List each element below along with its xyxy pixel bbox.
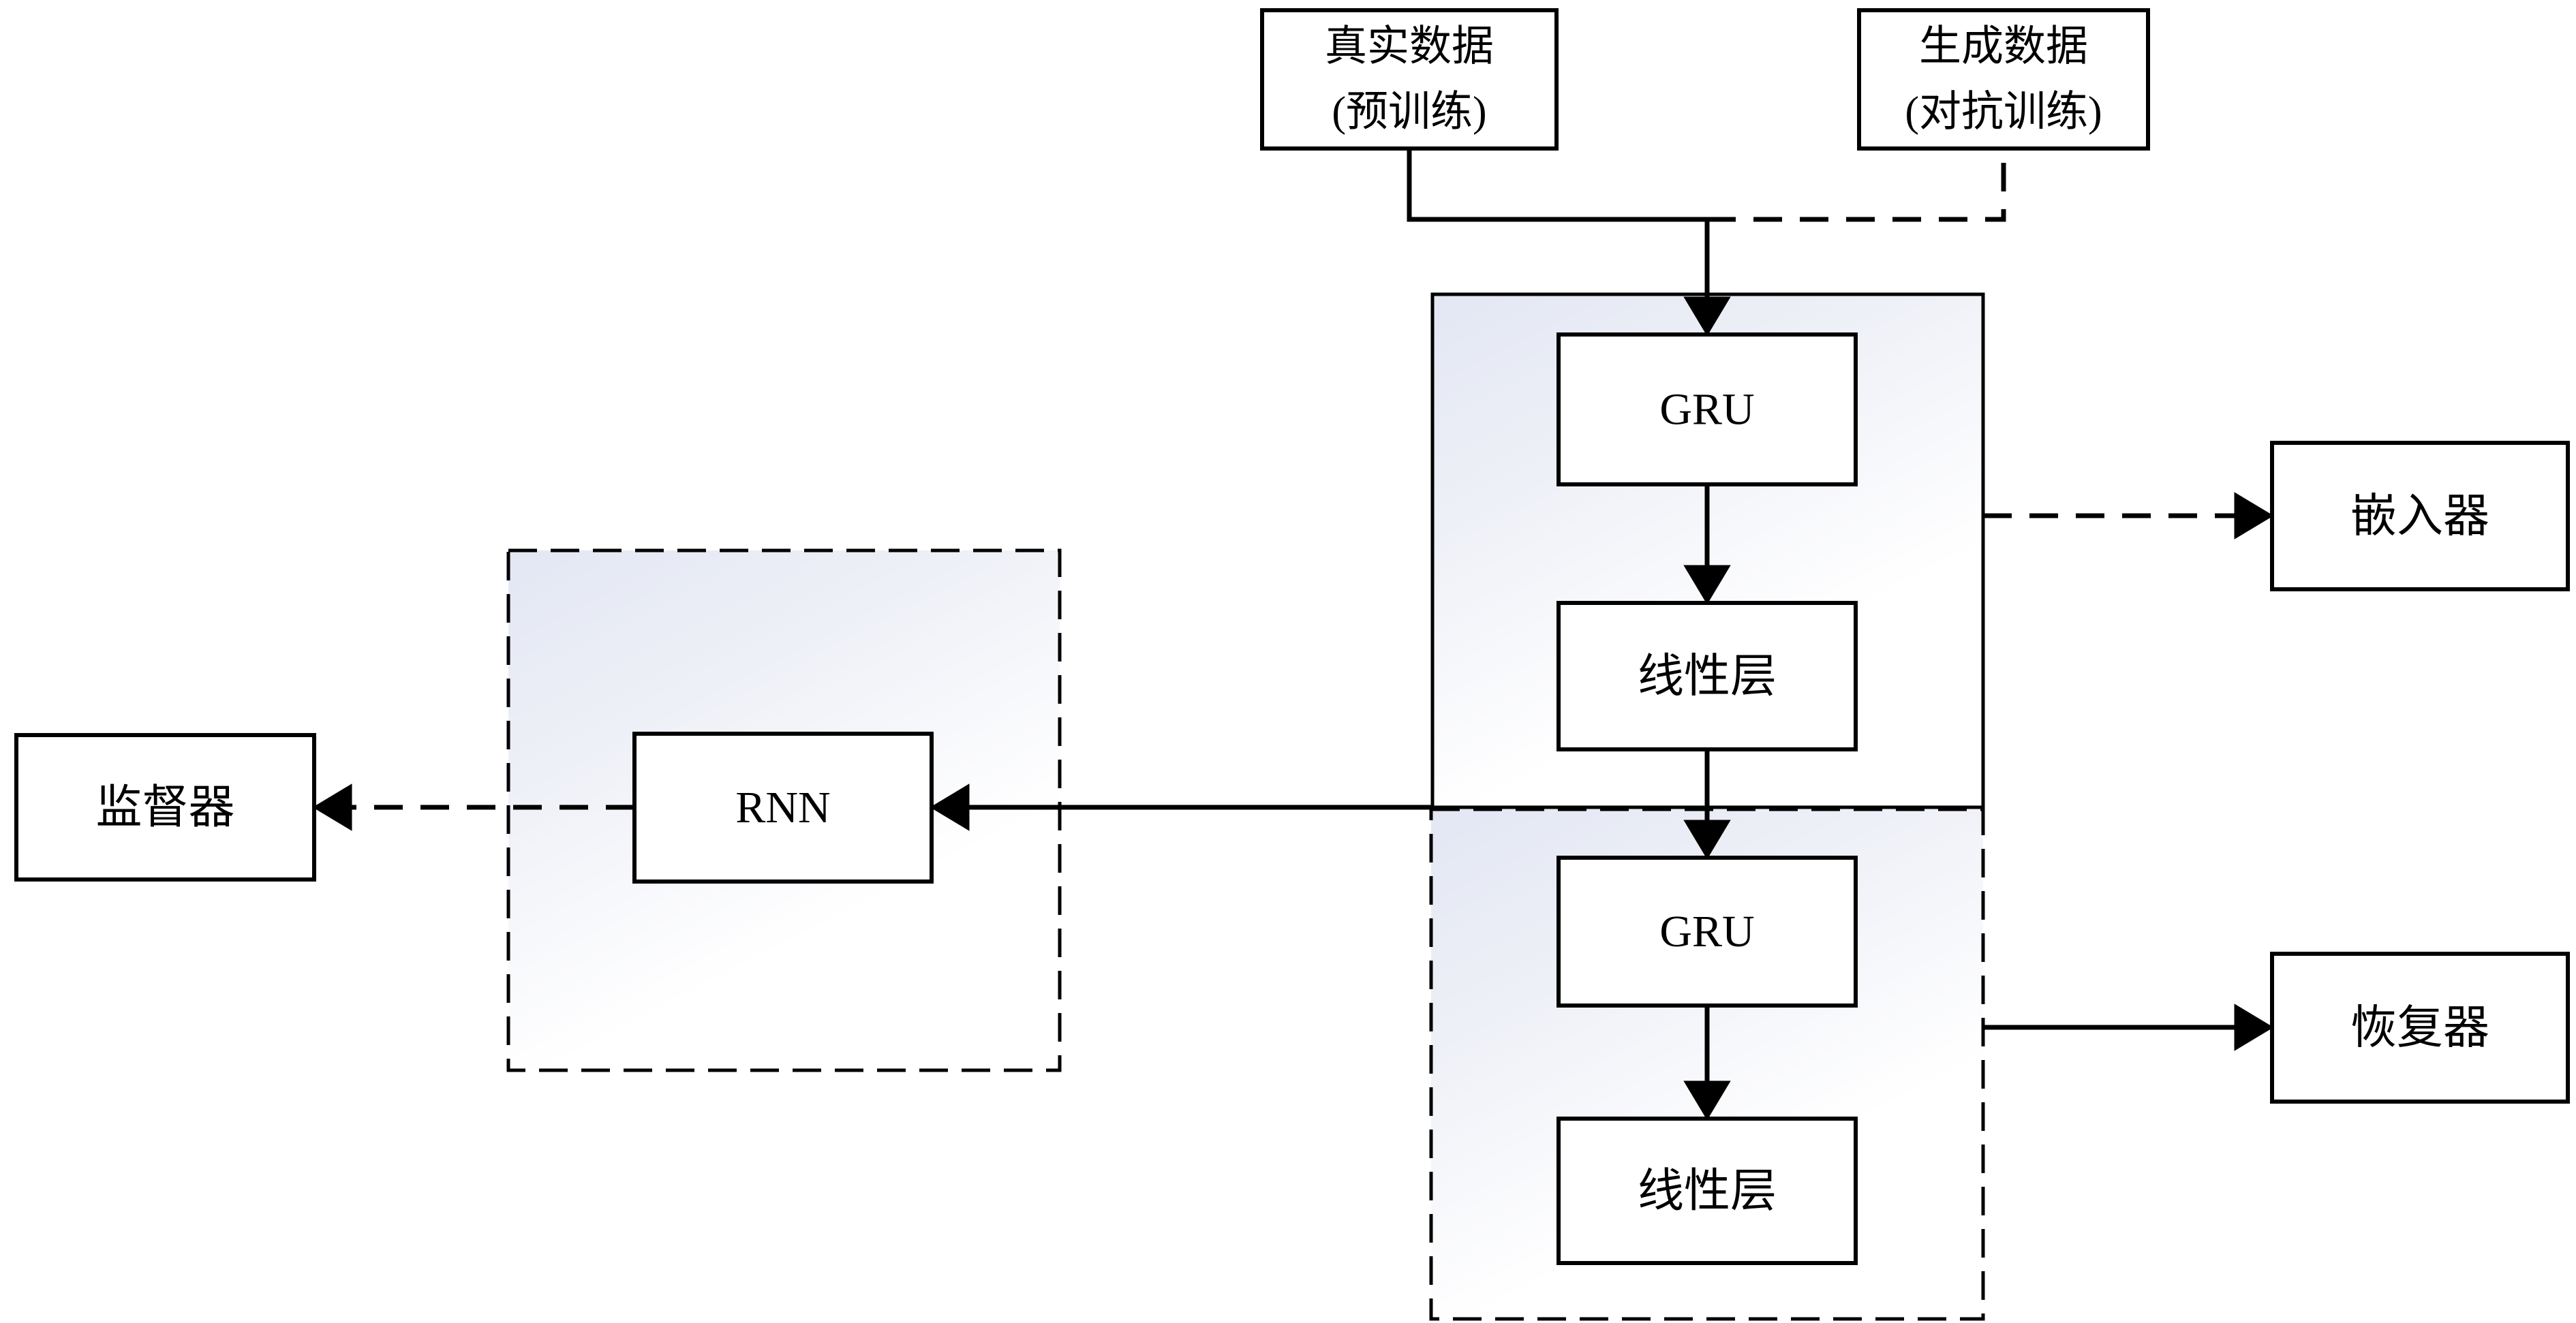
edge-real-data-to-gru-top bbox=[1407, 149, 1731, 337]
generated-data-box-label: (对抗训练) bbox=[1905, 89, 2102, 136]
embedder-box-label: 嵌入器 bbox=[2350, 491, 2489, 542]
recoverer-box-label: 恢复器 bbox=[2350, 1002, 2489, 1054]
supervisor-box: 监督器 bbox=[14, 733, 316, 882]
gru-top-box: GRU bbox=[1557, 332, 1858, 486]
real-data-box: 真实数据 (预训练) bbox=[1260, 8, 1559, 151]
rnn-box: RNN bbox=[632, 732, 934, 884]
real-data-box-label: (预训练) bbox=[1332, 89, 1486, 136]
gru-bottom-box-rect bbox=[1557, 856, 1858, 1008]
edge-generated-data-to-junction bbox=[1707, 149, 2006, 222]
linear-top-box: 线性层 bbox=[1557, 601, 1858, 751]
embedder-box-rect bbox=[2270, 441, 2570, 591]
gru-bottom-box-label: GRU bbox=[1659, 907, 1754, 956]
gru-top-box-rect bbox=[1557, 332, 1858, 486]
supervisor-box-rect bbox=[14, 733, 316, 882]
real-data-box-label: 真实数据 bbox=[1325, 24, 1494, 70]
supervisor-box-label: 监督器 bbox=[95, 781, 234, 833]
generated-data-box-label: 生成数据 bbox=[1919, 24, 2088, 70]
generated-data-box-rect bbox=[1857, 8, 2150, 151]
linear-top-box-rect bbox=[1557, 601, 1858, 751]
recoverer-box: 恢复器 bbox=[2270, 952, 2570, 1104]
linear-bottom-box-label: 线性层 bbox=[1638, 1165, 1777, 1217]
linear-bottom-box: 线性层 bbox=[1557, 1117, 1858, 1265]
generated-data-box: 生成数据 (对抗训练) bbox=[1857, 8, 2150, 151]
real-data-box-rect bbox=[1260, 8, 1559, 151]
rnn-box-rect bbox=[632, 732, 934, 884]
rnn-box-label: RNN bbox=[735, 783, 830, 832]
linear-top-box-label: 线性层 bbox=[1638, 651, 1777, 702]
embedder-box: 嵌入器 bbox=[2270, 441, 2570, 591]
gru-bottom-box: GRU bbox=[1557, 856, 1858, 1008]
gru-top-box-label: GRU bbox=[1659, 385, 1754, 435]
linear-bottom-box-rect bbox=[1557, 1117, 1858, 1265]
recoverer-box-rect bbox=[2270, 952, 2570, 1104]
